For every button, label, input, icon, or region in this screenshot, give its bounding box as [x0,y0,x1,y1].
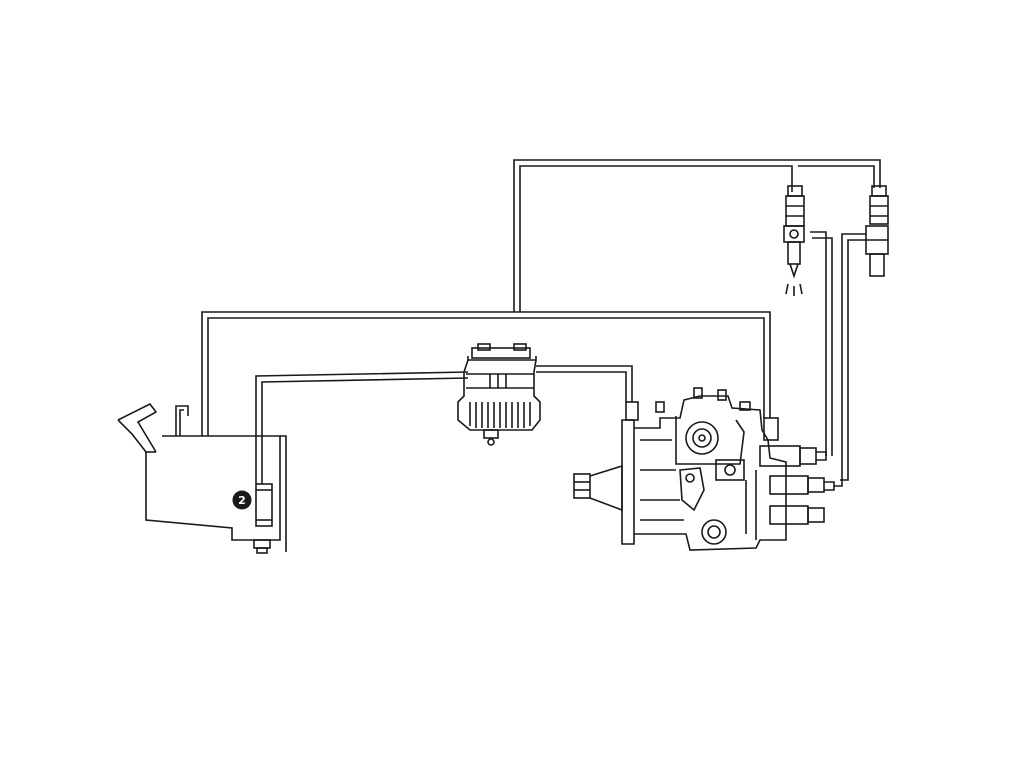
fuel-lines [201,159,881,552]
injector-2 [865,185,889,277]
injection-pump [573,387,835,551]
fuel-filter [457,343,541,446]
tank-pickup-marker: 2 [232,490,252,510]
tank-pickup [255,483,273,527]
fuel-tank [117,402,281,554]
tank-pickup-marker-label: 2 [238,494,246,507]
injector-1 [783,185,805,296]
